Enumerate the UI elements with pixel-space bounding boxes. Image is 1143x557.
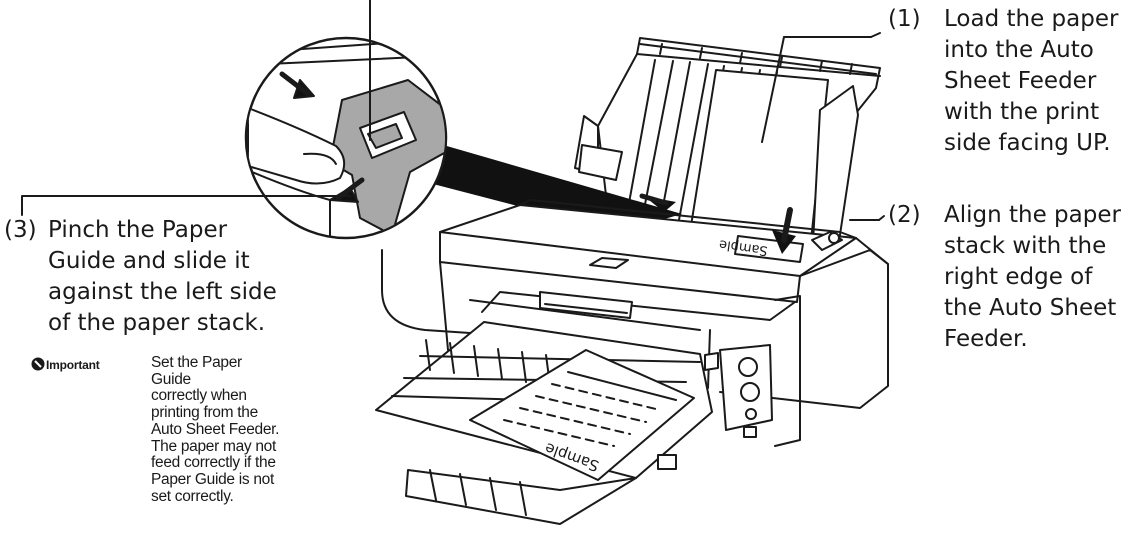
callout-line: against the left side xyxy=(48,279,277,305)
output-tray xyxy=(375,321,713,525)
callout-line: Pinch the Paper xyxy=(48,217,228,243)
callout-line: right edge of xyxy=(944,264,1093,290)
feeder-sample-label: Sample xyxy=(718,236,768,258)
important-line: Set the Paper Guide xyxy=(151,354,242,388)
callout-line: side facing UP. xyxy=(944,130,1111,156)
callout-number: (3) xyxy=(4,217,37,243)
callout-line: Align the paper xyxy=(944,202,1121,228)
important-line: The paper may not xyxy=(151,437,277,455)
leader-lines xyxy=(21,0,885,221)
callout-line: Feeder. xyxy=(944,326,1028,352)
callout-align-paper: (2) Align the paper stack with the right… xyxy=(888,200,1121,355)
important-line: set correctly. xyxy=(151,487,234,505)
callout-line: stack with the xyxy=(944,233,1107,259)
important-line: correctly when xyxy=(151,387,247,405)
callout-number: (1) xyxy=(888,6,921,32)
important-icon xyxy=(31,357,45,371)
important-line: printing from the xyxy=(151,404,258,422)
callout-line: into the Auto xyxy=(944,37,1094,63)
printer-body xyxy=(381,199,889,447)
important-line: Auto Sheet Feeder. xyxy=(151,420,280,438)
callout-number: (2) xyxy=(888,202,921,228)
important-label: Important xyxy=(46,358,100,372)
important-line: feed correctly if the xyxy=(151,454,276,472)
callout-line: Guide and slide it xyxy=(48,248,250,274)
callout-line: Load the paper xyxy=(944,6,1119,32)
important-badge: Important xyxy=(31,357,100,372)
callout-line: Sheet Feeder xyxy=(944,68,1097,94)
callout-line: with the print xyxy=(944,99,1100,125)
callout-load-paper: (1) Load the paper into the Auto Sheet F… xyxy=(888,4,1118,159)
important-line: Paper Guide is not xyxy=(151,470,274,488)
callout-pinch-guide: (3) Pinch the Paper Guide and slide it a… xyxy=(4,215,277,339)
paper-stack xyxy=(689,36,859,263)
zoom-inset xyxy=(244,36,448,240)
callout-line: of the paper stack. xyxy=(48,310,266,336)
callout-line: the Auto Sheet xyxy=(944,295,1117,321)
important-text: Set the Paper Guide correctly when print… xyxy=(151,354,283,505)
